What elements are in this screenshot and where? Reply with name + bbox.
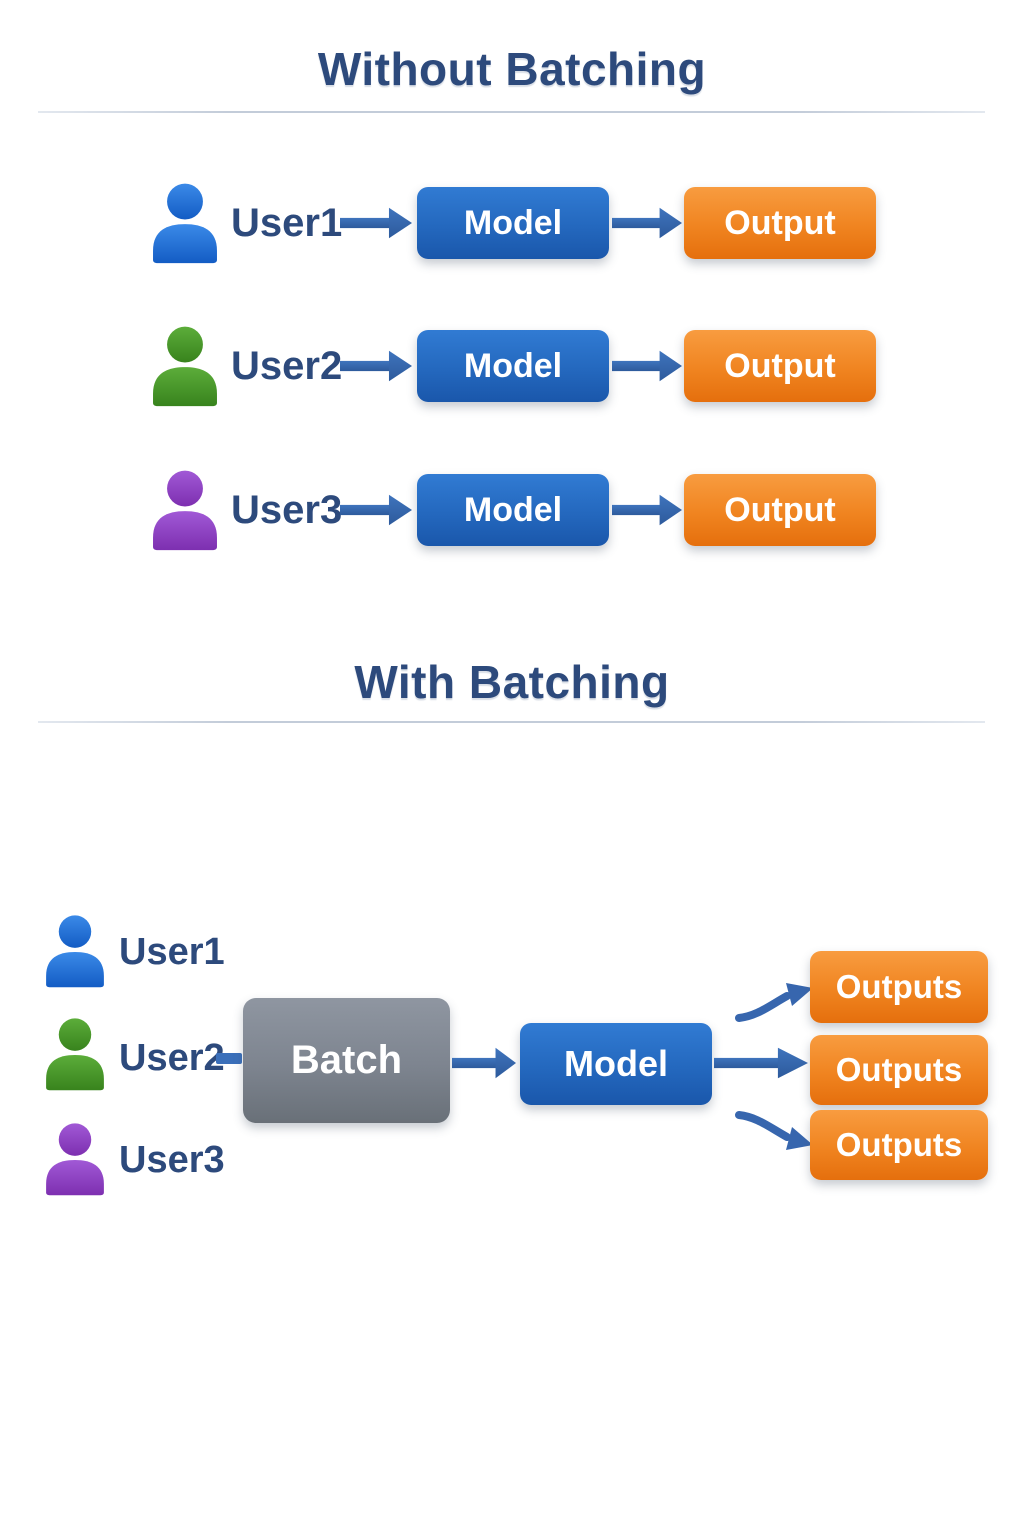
model-box: Model <box>417 330 609 402</box>
person-icon-blue <box>46 915 104 988</box>
model-box: Model <box>417 474 609 546</box>
user-label: User2 <box>119 1037 225 1079</box>
user-label: User3 <box>119 1139 225 1181</box>
arrow-right-icon <box>612 207 682 239</box>
with-batching-title: With Batching <box>354 656 670 708</box>
arrow-right-icon <box>452 1047 516 1079</box>
user-label: User3 <box>231 488 343 532</box>
section-divider <box>38 721 985 723</box>
model-box: Model <box>520 1023 712 1105</box>
arrow-right-icon <box>340 494 412 526</box>
without-batching-title: Without Batching <box>317 43 707 95</box>
person-icon-green <box>46 1018 104 1091</box>
arrow-right-icon <box>612 350 682 382</box>
person-icon-blue <box>153 183 217 264</box>
person-icon-purple <box>153 470 217 551</box>
curved-arrow-down-icon <box>735 1111 813 1150</box>
output-box: Output <box>684 330 876 402</box>
outputs-box: Outputs <box>810 1110 988 1180</box>
output-box: Output <box>684 474 876 546</box>
arrow-right-icon <box>340 207 412 239</box>
arrow-right-icon <box>340 350 412 382</box>
person-icon-green <box>153 326 217 407</box>
section-divider <box>38 111 985 113</box>
outputs-box: Outputs <box>810 951 988 1023</box>
connector-dash <box>216 1053 242 1064</box>
output-box: Output <box>684 187 876 259</box>
user-label: User1 <box>119 931 225 973</box>
curved-arrow-up-icon <box>735 983 813 1022</box>
user-label: User2 <box>231 344 343 388</box>
arrow-right-icon <box>612 494 682 526</box>
arrow-right-icon <box>714 1047 808 1079</box>
batch-box: Batch <box>243 998 450 1123</box>
model-box: Model <box>417 187 609 259</box>
person-icon-purple <box>46 1123 104 1196</box>
outputs-box: Outputs <box>810 1035 988 1105</box>
user-label: User1 <box>231 201 343 245</box>
